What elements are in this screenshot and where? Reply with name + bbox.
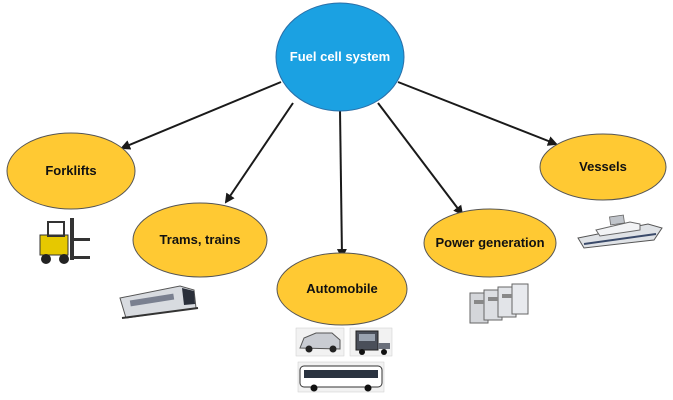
car-icon: [295, 327, 345, 357]
node-vessels: Vessels: [539, 133, 667, 201]
ship-icon: [577, 214, 663, 249]
node-forklifts-label: Forklifts: [45, 163, 96, 178]
truck-icon: [349, 327, 393, 357]
node-automobile-label: Automobile: [306, 281, 378, 296]
arrows: [120, 81, 558, 259]
tram-icon: [119, 285, 199, 319]
node-power-ellipse: [423, 208, 557, 278]
bus-icon: [297, 361, 385, 393]
node-vessels-label: Vessels: [579, 159, 627, 174]
arrow-to-automobile: [336, 109, 347, 259]
center-label: Fuel cell system: [290, 49, 390, 64]
node-trams-label: Trams, trains: [160, 232, 241, 247]
car-truck-bus-icons: [295, 327, 393, 393]
generator-units-icon: [469, 283, 529, 324]
forklift-icon: [39, 218, 90, 264]
node-trams-ellipse: [132, 202, 268, 278]
arrow-to-vessels: [397, 81, 558, 146]
center-node: Fuel cell system: [275, 2, 405, 112]
node-vessels-ellipse: [539, 133, 667, 201]
node-trams: Trams, trains: [132, 202, 268, 278]
node-power-label: Power generation: [435, 235, 544, 250]
node-power: Power generation: [423, 208, 557, 278]
arrow-to-forklifts: [120, 81, 282, 150]
arrow-to-power: [377, 102, 464, 216]
node-automobile: Automobile: [276, 252, 408, 326]
node-automobile-ellipse: [276, 252, 408, 326]
node-forklifts: Forklifts: [6, 132, 136, 210]
center-ellipse: [275, 2, 405, 112]
node-forklifts-ellipse: [6, 132, 136, 210]
arrow-to-trams: [224, 102, 294, 204]
